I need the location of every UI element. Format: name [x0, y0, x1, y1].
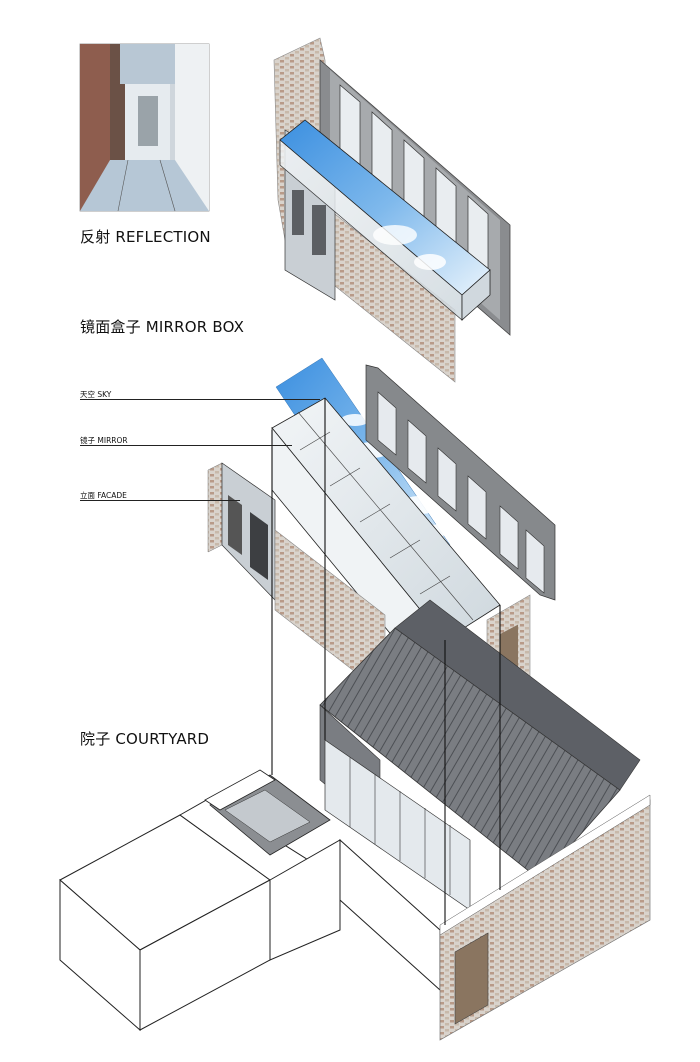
label-sky: 天空 SKY [80, 390, 112, 399]
leader-sky [80, 399, 320, 400]
reflected-wall-layer [365, 364, 556, 601]
label-facade: 立面 FACADE [80, 491, 127, 500]
caption-courtyard: 院子 COURTYARD [80, 730, 210, 748]
mirror-box-assembled [273, 37, 511, 383]
caption-reflection: 反射 REFLECTION [80, 228, 211, 246]
caption-mirror-box: 镜面盒子 MIRROR BOX [80, 318, 245, 336]
leader-facade [80, 500, 240, 501]
courtyard-base [59, 398, 651, 1041]
label-mirror: 镜子 MIRROR [80, 436, 128, 445]
reflection-photo [79, 43, 210, 212]
leader-mirror [80, 445, 292, 446]
